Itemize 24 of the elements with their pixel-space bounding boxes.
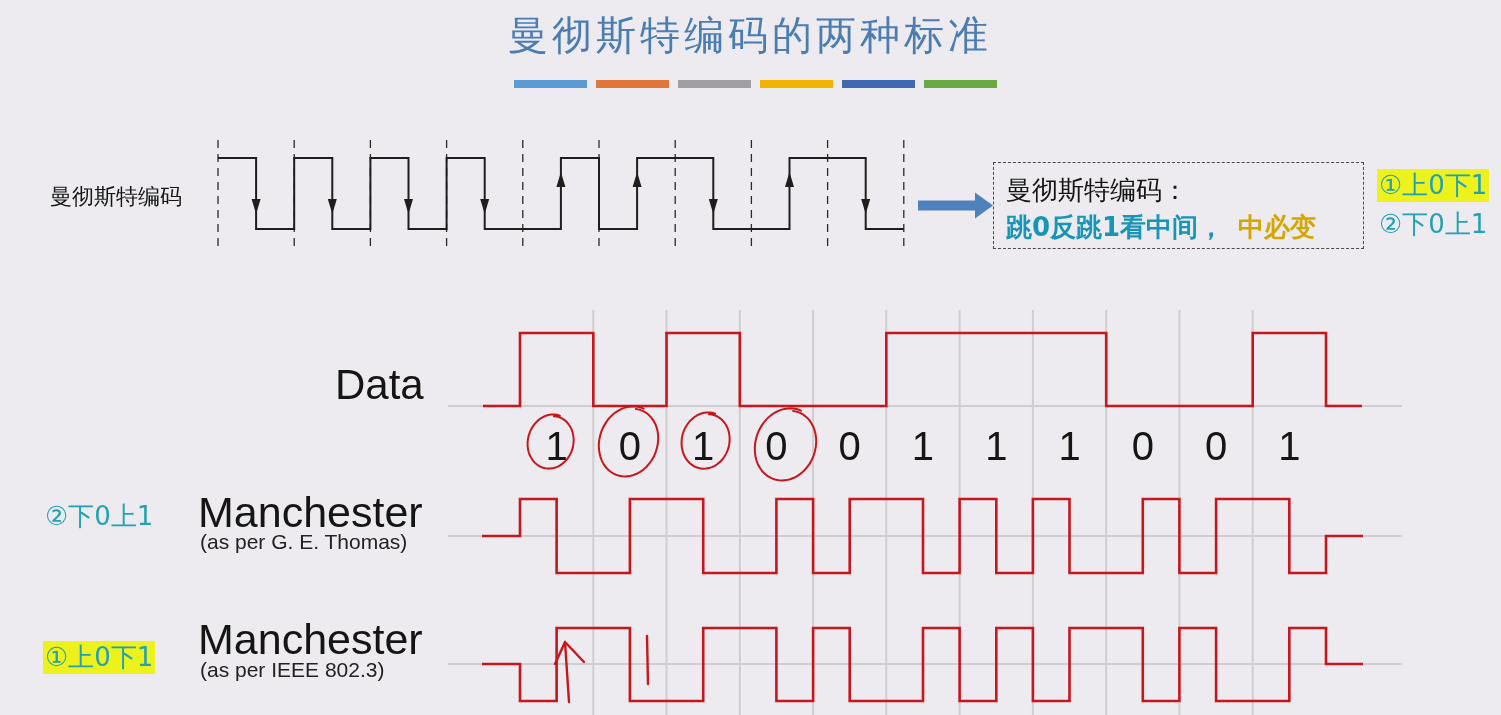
rule-note: ①上0下1 [43, 641, 156, 674]
bit-value: 1 [692, 424, 715, 468]
rule-note: ①上0下1 [1377, 169, 1490, 202]
bit-value: 0 [618, 424, 641, 468]
row-label: Data [335, 362, 424, 409]
waveform-caption: 曼彻斯特编码 [50, 185, 182, 210]
block-arrow [918, 192, 993, 219]
box-heading: 曼彻斯特编码： [1006, 176, 1188, 205]
bit-value: 0 [1131, 424, 1154, 468]
row-sublabel: (as per G. E. Thomas) [200, 530, 408, 554]
bit-value: 1 [911, 424, 935, 468]
rule-text: 跳0反跳1看中间， [1006, 213, 1225, 242]
rule-text: 中必变 [1238, 213, 1317, 242]
bit-value: 0 [765, 424, 788, 468]
bit-value: 1 [985, 424, 1008, 468]
note-box [993, 162, 1364, 249]
bit-value: 1 [545, 424, 568, 468]
bit-value: 1 [1058, 424, 1081, 468]
bit-value: 1 [1278, 424, 1301, 468]
rule-note: ②下0上1 [1379, 210, 1488, 239]
bit-value: 0 [1204, 424, 1228, 468]
rule-note: ②下0上1 [45, 502, 154, 531]
bit-value: 0 [838, 424, 861, 468]
diagram-title: 曼彻斯特编码的两种标准 [508, 13, 992, 57]
